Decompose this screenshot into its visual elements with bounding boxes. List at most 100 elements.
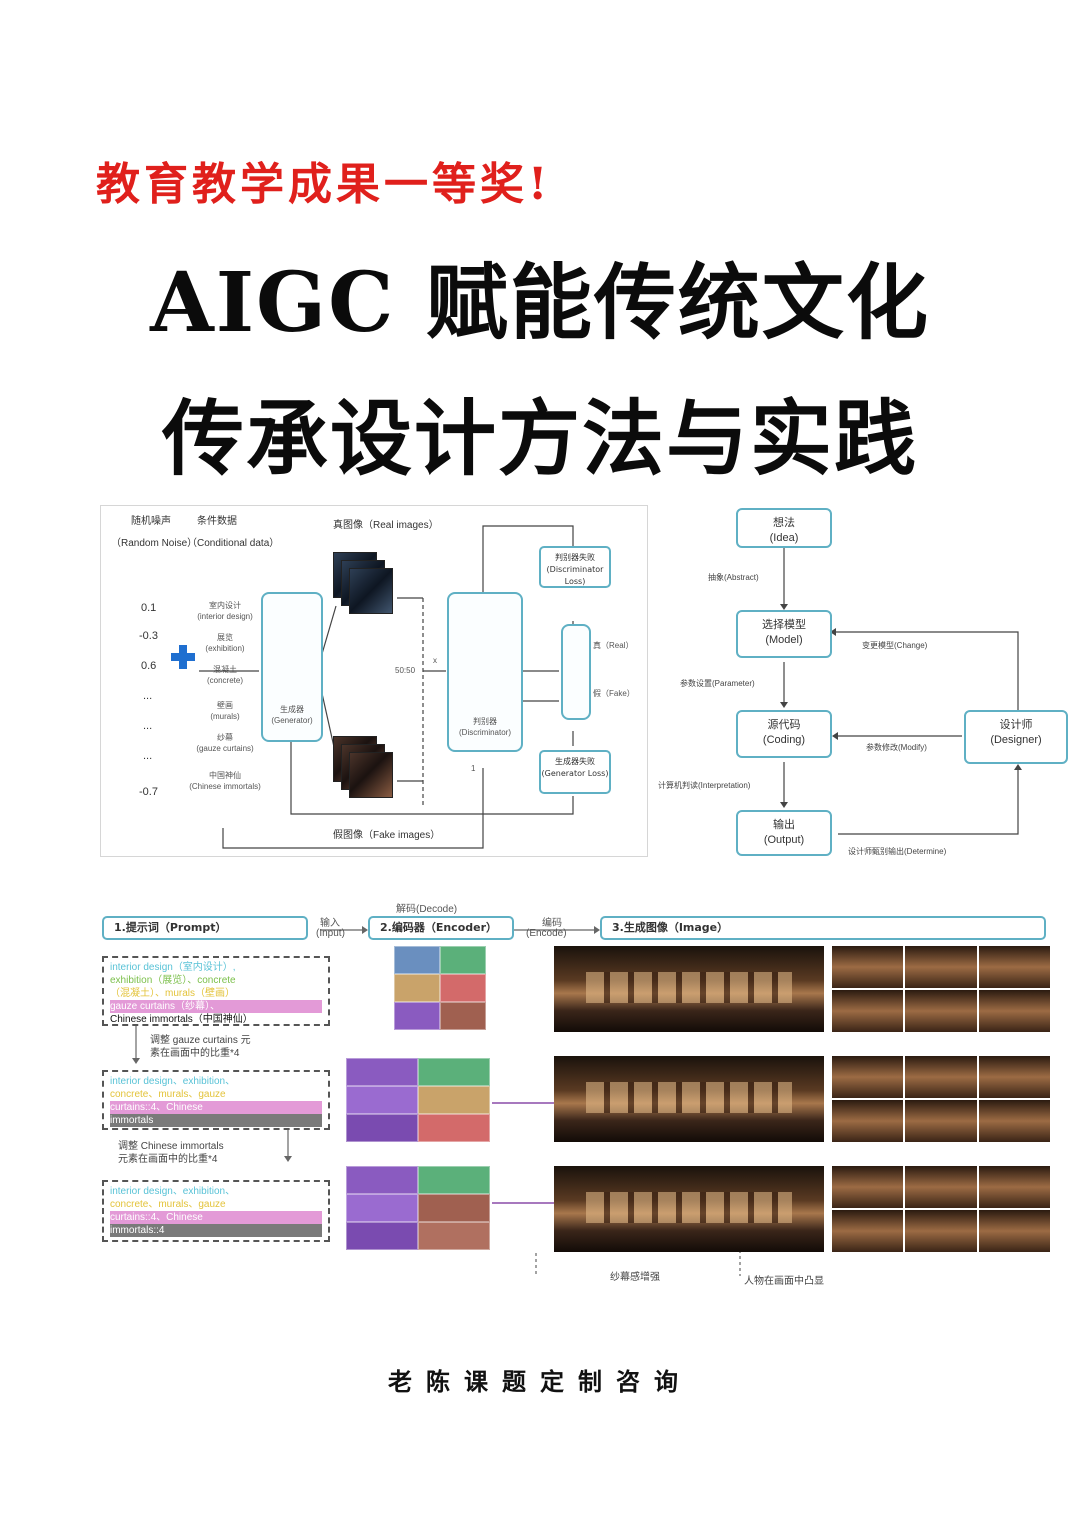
discriminator-label-en: (Discriminator) bbox=[459, 728, 511, 737]
idea-en: (Idea) bbox=[769, 532, 799, 544]
change-label: 变更模型(Change) bbox=[862, 641, 928, 650]
discriminator-box bbox=[447, 592, 523, 752]
designer-box: 设计师 (Designer) bbox=[964, 710, 1068, 764]
prompt-box: interior design、exhibition、 concrete、mur… bbox=[102, 1070, 330, 1130]
generator-label-en: (Generator) bbox=[271, 716, 313, 725]
real-images-label: 真图像（Real images） bbox=[333, 520, 439, 531]
noise-label-en: （Random Noise） bbox=[111, 538, 198, 549]
noise-value: ... bbox=[143, 690, 153, 702]
generated-scene bbox=[554, 1166, 824, 1252]
condition-cn: 室内设计 bbox=[209, 601, 241, 610]
encoder-grid bbox=[394, 946, 486, 1030]
condition-cn: 混凝土 bbox=[213, 665, 237, 674]
encode-label-en: (Encode) bbox=[526, 928, 567, 939]
decode-label: 解码(Decode) bbox=[396, 904, 458, 915]
fake-label: 假（Fake） bbox=[593, 689, 635, 698]
output-flow-box: 输出 (Output) bbox=[736, 810, 832, 856]
condition-en: (murals) bbox=[210, 712, 240, 721]
output-box bbox=[561, 624, 591, 720]
designer-cn: 设计师 bbox=[999, 719, 1033, 731]
parameter-label: 参数设置(Parameter) bbox=[680, 679, 755, 688]
discriminator-loss-box: 判别器失败 (Discriminator Loss) bbox=[539, 546, 611, 588]
condition-cn: 壁画 bbox=[217, 701, 233, 710]
gauze-enhanced-note: 纱幕感增强 bbox=[610, 1272, 660, 1283]
generated-scene bbox=[554, 946, 824, 1032]
coding-en: (Coding) bbox=[762, 734, 806, 746]
encoder-step: 2.编码器（Encoder） bbox=[368, 916, 514, 940]
encode-label-cn: 编码 bbox=[542, 918, 562, 929]
cond-label-cn: 条件数据 bbox=[197, 516, 237, 527]
noise-label-cn: 随机噪声 bbox=[131, 516, 171, 527]
generator-box bbox=[261, 592, 323, 742]
designer-en: (Designer) bbox=[990, 734, 1042, 746]
noise-value: -0.7 bbox=[139, 786, 158, 798]
discriminator-label-cn: 判别器 bbox=[473, 717, 497, 726]
model-en: (Model) bbox=[765, 634, 803, 646]
generator-label-cn: 生成器 bbox=[280, 705, 304, 714]
model-cn: 选择模型 bbox=[762, 619, 806, 631]
fake-image bbox=[349, 752, 393, 798]
output-cn: 输出 bbox=[773, 819, 795, 831]
prompt-text: immortals::4 bbox=[110, 1224, 322, 1237]
output-en: (Output) bbox=[763, 834, 805, 846]
noise-value: -0.3 bbox=[139, 630, 158, 642]
cond-label-en: （Conditional data） bbox=[187, 538, 280, 549]
generator-loss-en: (Generator Loss) bbox=[541, 769, 609, 778]
prompt-text: exhibition（展览）、concrete bbox=[110, 975, 236, 986]
x-label: x bbox=[433, 656, 437, 665]
prompt-box: interior design（室内设计）, exhibition（展览）、co… bbox=[102, 956, 330, 1026]
condition-en: (concrete) bbox=[206, 676, 244, 685]
adjust-note-line: 调整 gauze curtains 元 bbox=[150, 1035, 251, 1046]
ratio-label: 50:50 bbox=[395, 666, 416, 675]
prompt-box: interior design、exhibition、 concrete、mur… bbox=[102, 1180, 330, 1242]
encoder-grid bbox=[346, 1166, 490, 1250]
noise-value: 0.6 bbox=[141, 660, 157, 672]
footer-text: 老陈课题定制咨询 bbox=[388, 1367, 692, 1396]
condition-cn: 中国神仙 bbox=[209, 771, 241, 780]
prompt-text: interior design、exhibition、 bbox=[110, 1186, 236, 1197]
prompt-text: concrete、murals、gauze bbox=[110, 1089, 226, 1100]
flowchart-connectors bbox=[780, 546, 1022, 835]
prompt-pipeline: 1.提示词（Prompt） 输入 (Input) 解码(Decode) 2.编码… bbox=[98, 898, 1050, 1290]
condition-en: (Chinese immortals) bbox=[189, 782, 261, 791]
discriminator-loss-en: (Discriminator Loss) bbox=[546, 565, 604, 586]
page-title-line2: 传承设计方法与实践 bbox=[161, 391, 918, 487]
idea-box: 想法 (Idea) bbox=[736, 508, 832, 548]
prompt-step: 1.提示词（Prompt） bbox=[102, 916, 308, 940]
prompt-text: Chinese immortals（中国神仙） bbox=[110, 1014, 253, 1025]
coding-box: 源代码 (Coding) bbox=[736, 710, 832, 758]
condition-en: (interior design) bbox=[197, 612, 253, 621]
generated-scene bbox=[554, 1056, 824, 1142]
adjust-note-line: 素在画面中的比重*4 bbox=[150, 1048, 240, 1059]
noise-value: ... bbox=[143, 720, 153, 732]
abstract-label: 抽象(Abstract) bbox=[708, 573, 759, 582]
prompt-text: curtains::4、Chinese bbox=[110, 1101, 322, 1114]
determine-label: 设计师甄别输出(Determine) bbox=[848, 847, 947, 856]
figure-highlight-note: 人物在画面中凸显 bbox=[744, 1276, 824, 1287]
idea-cn: 想法 bbox=[773, 517, 795, 529]
modify-label: 参数修改(Modify) bbox=[866, 743, 927, 752]
adjust-note-line: 调整 Chinese immortals bbox=[118, 1141, 224, 1152]
noise-value: ... bbox=[143, 750, 153, 762]
real-image bbox=[349, 568, 393, 614]
condition-cn: 展览 bbox=[217, 633, 233, 642]
adjust-note: 调整 gauze curtains 元 素在画面中的比重*4 bbox=[150, 1034, 251, 1060]
page-title-line1: AIGC 赋能传统文化 bbox=[150, 255, 930, 351]
input-label-cn: 输入 bbox=[320, 918, 340, 929]
condition-en: (gauze curtains) bbox=[196, 744, 254, 753]
fake-images-label: 假图像（Fake images） bbox=[333, 830, 441, 841]
generator-loss-cn: 生成器失败 bbox=[555, 757, 595, 766]
noise-value: 0.1 bbox=[141, 602, 157, 614]
condition-en: (exhibition) bbox=[205, 644, 245, 653]
prompt-text: gauze curtains（纱幕）、 bbox=[110, 1000, 322, 1013]
interpretation-label: 计算机判读(Interpretation) bbox=[658, 781, 751, 790]
y-label: 1 bbox=[471, 764, 476, 773]
prompt-text: immortals bbox=[110, 1114, 322, 1127]
prompt-text: concrete、murals、gauze bbox=[110, 1199, 226, 1210]
discriminator-loss-cn: 判别器失败 bbox=[555, 553, 595, 562]
coding-cn: 源代码 bbox=[767, 719, 801, 731]
generated-thumbnails bbox=[832, 1056, 1050, 1142]
prompt-text: （混凝土）、murals（壁画） bbox=[110, 988, 236, 999]
generated-thumbnails bbox=[832, 1166, 1050, 1252]
adjust-note: 调整 Chinese immortals 元素在画面中的比重*4 bbox=[118, 1140, 224, 1166]
